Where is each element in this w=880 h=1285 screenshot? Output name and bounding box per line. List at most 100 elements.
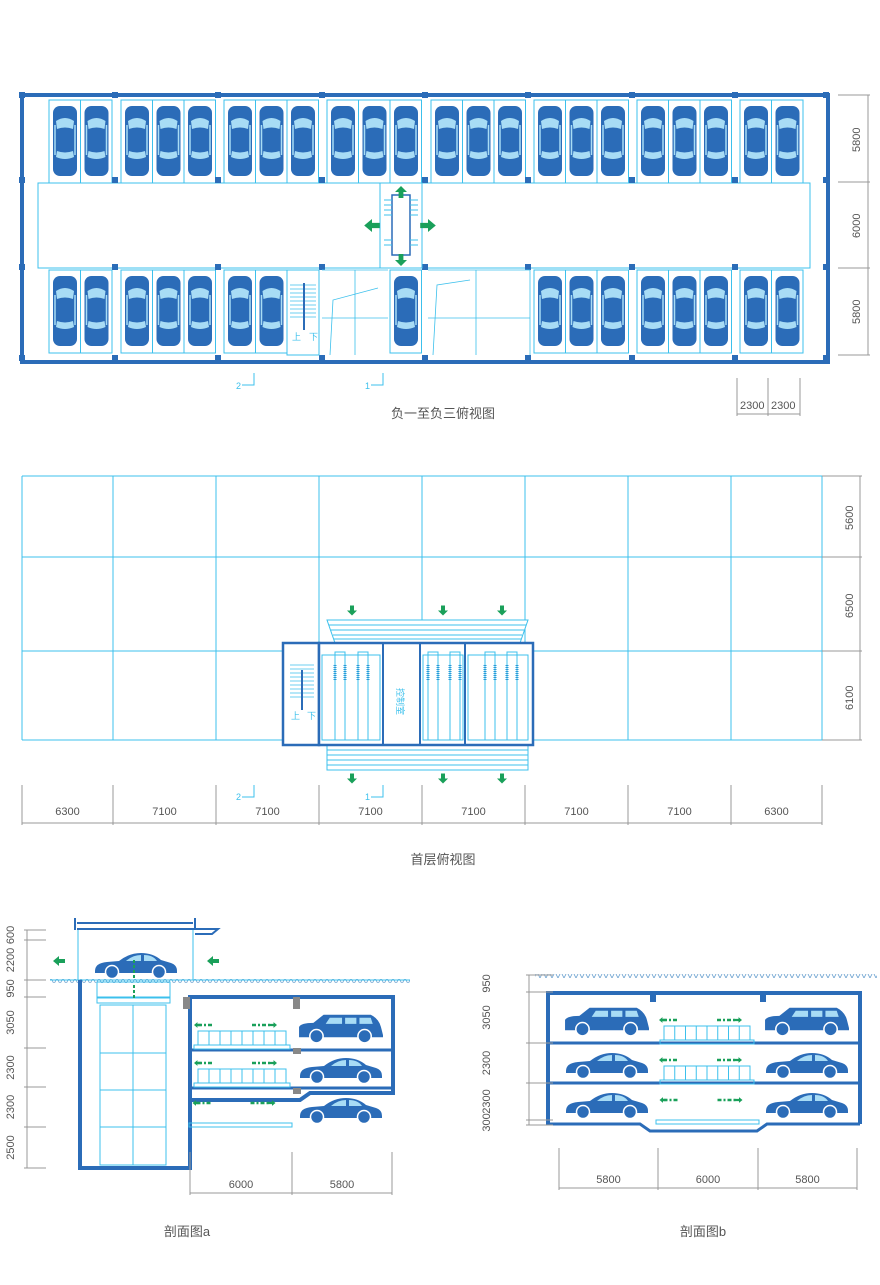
column xyxy=(629,264,635,270)
car-left-level-1 xyxy=(564,1006,649,1037)
dim-level: 3050 xyxy=(5,1010,17,1034)
column xyxy=(112,92,118,98)
carrier-base xyxy=(193,1082,291,1088)
car-level-1 xyxy=(298,1013,383,1044)
parking-slot xyxy=(771,99,804,184)
car-right-level-1 xyxy=(764,1006,849,1037)
arrow-left-icon xyxy=(194,1060,201,1066)
parked-car xyxy=(743,275,769,347)
lift-cage xyxy=(96,981,171,1166)
parked-car xyxy=(640,275,666,347)
dim-span: 5800 xyxy=(596,1174,620,1186)
parked-car xyxy=(52,275,78,347)
parked-car xyxy=(124,275,150,347)
column xyxy=(19,355,25,361)
parked-car xyxy=(568,275,595,347)
column xyxy=(19,264,25,270)
dim-level: 950 xyxy=(5,979,17,997)
column xyxy=(823,355,829,361)
column xyxy=(525,92,531,98)
parking-slot xyxy=(771,269,804,354)
column xyxy=(215,355,221,361)
dim-level: 300 xyxy=(481,1113,493,1131)
column xyxy=(732,355,738,361)
dim-6100: 6100 xyxy=(844,686,856,710)
dim-level: 2300 xyxy=(481,1089,493,1113)
ramp xyxy=(322,269,531,356)
dim-level: 2200 xyxy=(5,948,17,972)
arrow-down-icon xyxy=(347,773,357,784)
column xyxy=(732,92,738,98)
section-marker-1: 1 xyxy=(365,792,370,802)
section-marker-2: 2 xyxy=(236,792,241,802)
right-dimensions xyxy=(838,94,870,356)
arrow-down-icon xyxy=(438,773,448,784)
carrier-base xyxy=(655,1119,760,1125)
column xyxy=(215,92,221,98)
parking-slot xyxy=(183,269,216,354)
column xyxy=(422,177,428,183)
parked-car xyxy=(258,105,285,177)
arrow-right-icon xyxy=(270,1060,277,1066)
parking-slot xyxy=(286,99,319,184)
dim-level: 2300 xyxy=(5,1095,17,1119)
ground-floor-plan: 上 下 控制室 2 1 5600 6500 6100 6300 7100 7100 7… xyxy=(21,475,862,867)
dim-5800-bottom: 5800 xyxy=(851,300,863,324)
carrier-base xyxy=(659,1079,755,1085)
station-building: 上 下 控制室 xyxy=(281,641,535,747)
column xyxy=(525,264,531,270)
parked-car xyxy=(155,275,182,347)
column xyxy=(629,355,635,361)
column xyxy=(823,92,829,98)
parked-car xyxy=(434,105,460,177)
dim-bay: 7100 xyxy=(564,806,588,818)
column xyxy=(732,264,738,270)
column xyxy=(112,355,118,361)
arrow-left-icon xyxy=(364,219,380,232)
arrow-left-icon xyxy=(659,1017,666,1023)
parked-car xyxy=(227,275,253,347)
caption-section-b: 剖面图b xyxy=(680,1224,726,1239)
basement-plan: 上 下 2 1 5800 6000 5800 2300 2300 负一至负三俯视… xyxy=(19,92,870,421)
column xyxy=(732,177,738,183)
parked-car xyxy=(393,105,419,177)
parked-car xyxy=(774,105,801,177)
parked-car xyxy=(187,275,213,347)
parking-slot xyxy=(80,269,113,354)
column xyxy=(19,92,25,98)
stair-up-label: 上 xyxy=(292,332,301,342)
parked-car xyxy=(187,105,213,177)
dim-span: 6000 xyxy=(696,1174,720,1186)
parked-car xyxy=(258,275,285,347)
arrow-right-icon xyxy=(420,219,436,232)
dim-bay: 7100 xyxy=(152,806,176,818)
section-marker-2: 2 xyxy=(236,381,241,391)
dim-bay: 7100 xyxy=(358,806,382,818)
dim-5600: 5600 xyxy=(844,506,856,530)
arrow-left-icon xyxy=(659,1097,667,1103)
parking-slot xyxy=(493,99,526,184)
caption-ground-plan: 首层俯视图 xyxy=(410,852,475,867)
dim-6000: 6000 xyxy=(851,214,863,238)
dim-6500: 6500 xyxy=(844,594,856,618)
parked-car xyxy=(393,275,419,347)
elevator-shaft xyxy=(364,182,436,269)
dim-bay: 6300 xyxy=(764,806,788,818)
parked-car xyxy=(537,105,563,177)
car-right-level-2 xyxy=(765,1052,849,1080)
parked-car xyxy=(703,105,729,177)
column xyxy=(525,177,531,183)
column xyxy=(422,92,428,98)
parked-car xyxy=(330,105,356,177)
parked-car xyxy=(497,105,523,177)
column xyxy=(823,264,829,270)
arrow-left-icon xyxy=(194,1022,201,1028)
parking-slot xyxy=(389,269,422,354)
arrow-down-icon xyxy=(497,605,507,616)
column xyxy=(319,92,325,98)
column xyxy=(319,264,325,270)
parked-car xyxy=(155,105,182,177)
dim-bay: 7100 xyxy=(667,806,691,818)
arrow-left-icon xyxy=(659,1057,666,1063)
